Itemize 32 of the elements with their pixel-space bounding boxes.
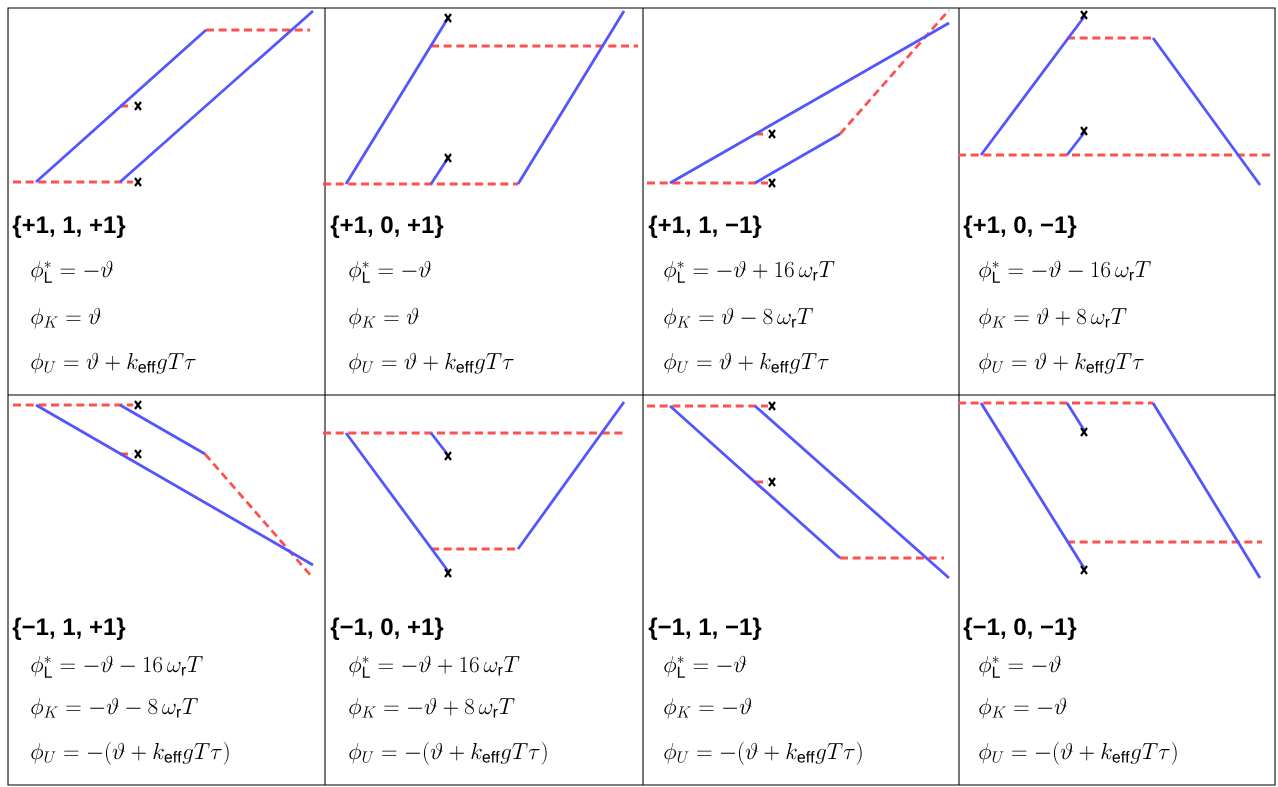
formula: $\phi_U = -(\vartheta + k_{\mathrm{eff}} g T \tau)$ [349,741,547,765]
formula: $\phi_K = -\vartheta$ [664,697,752,719]
formula: $\phi_K = -\vartheta$ [979,697,1067,719]
panel-title: {−1, 0, +1} [330,617,444,640]
formula: $\phi_U = \vartheta + k_{\mathrm{eff}} g T \tau$ [664,352,829,374]
panel-title: {−1, 1, −1} [648,617,762,640]
formula: $\phi_K = -\vartheta - 8\,\omega_{\mathrm{r}} T$ [31,697,198,719]
formula: $\phi_U = \vartheta + k_{\mathrm{eff}} g T \tau$ [979,352,1144,374]
formula: $\phi_{\mathrm{L}}^{*} = -\vartheta - 16\,\omega_{\mathrm{r}} T$ [979,260,1151,283]
formula: $\phi_{\mathrm{L}}^{*} = -\vartheta$ [31,260,114,283]
formula: $\phi_{\mathrm{L}}^{*} = -\vartheta$ [664,655,747,678]
formula: $\phi_K = \vartheta - 8\,\omega_{\mathrm{r}} T$ [664,307,813,329]
panel-title: {+1, 0, +1} [330,215,444,238]
formula: $\phi_U = -(\vartheta + k_{\mathrm{eff}} g T \tau)$ [664,741,862,765]
formula: $\phi_{\mathrm{L}}^{*} = -\vartheta - 16\,\omega_{\mathrm{r}} T$ [31,655,203,678]
formula: $\phi_U = \vartheta + k_{\mathrm{eff}} g T \tau$ [31,352,196,374]
formula: $\phi_{\mathrm{L}}^{*} = -\vartheta$ [349,260,432,283]
formula: $\phi_K = \vartheta + 8\,\omega_{\mathrm{r}} T$ [979,307,1127,329]
formula: $\phi_U = \vartheta + k_{\mathrm{eff}} g T \tau$ [349,352,514,374]
panel-title: {+1, 1, −1} [648,215,762,238]
formula: $\phi_K = \vartheta$ [349,307,419,329]
panel-title: {+1, 1, +1} [12,215,126,238]
formula: $\phi_{\mathrm{L}}^{*} = -\vartheta + 16\,\omega_{\mathrm{r}} T$ [349,655,520,678]
formula: $\phi_K = -\vartheta + 8\,\omega_{\mathrm{r}} T$ [349,697,515,719]
formula: $\phi_{\mathrm{L}}^{*} = -\vartheta$ [979,655,1062,678]
formula: $\phi_U = -(\vartheta + k_{\mathrm{eff}} g T \tau)$ [31,741,229,765]
panel-title: {−1, 0, −1} [963,617,1077,640]
panel-title: {−1, 1, +1} [12,617,126,640]
panel-title: {+1, 0, −1} [963,215,1077,238]
formula: $\phi_U = -(\vartheta + k_{\mathrm{eff}} g T \tau)$ [979,741,1177,765]
formula: $\phi_{\mathrm{L}}^{*} = -\vartheta + 16\,\omega_{\mathrm{r}} T$ [664,260,835,283]
formula: $\phi_K = \vartheta$ [31,307,101,329]
